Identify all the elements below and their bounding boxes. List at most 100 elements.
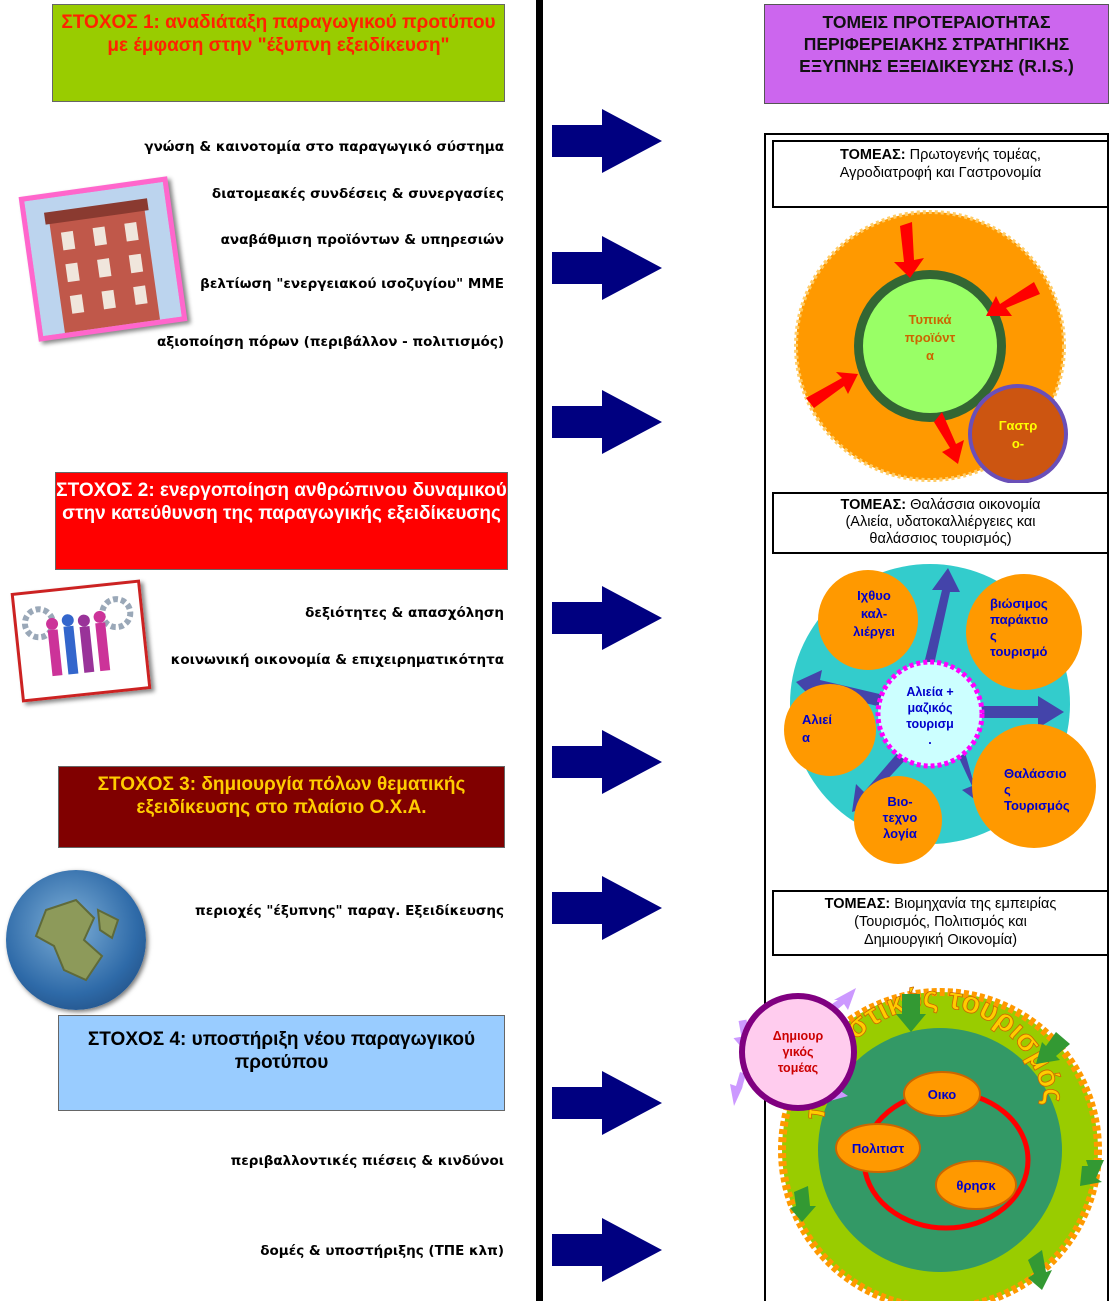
right-arrow-icon xyxy=(552,390,662,454)
sector-3-line1: Βιομηχανία της εμπειρίας xyxy=(890,896,1057,912)
ris-header: ΤΟΜΕΙΣ ΠΡΟΤΕΡΑΙΟΤΗΤΑΣ ΠΕΡΙΦΕΡΕΙΑΚΗΣ ΣΤΡΑ… xyxy=(764,4,1109,104)
green-arrows xyxy=(790,994,1104,1290)
badge-line-2: ο- xyxy=(1012,436,1024,451)
goal2-item: κοινωνική οικονομία & επιχειρηματικότητα xyxy=(170,652,504,668)
arrow-icon xyxy=(934,412,964,464)
badge-line-1: Γαστρ xyxy=(999,418,1038,433)
node-coastal-line-3: ς xyxy=(990,628,997,643)
biotech-node xyxy=(854,776,942,864)
arrow-icon xyxy=(790,1186,816,1222)
creative-line-3: τομέας xyxy=(778,1061,818,1075)
inner-circle xyxy=(863,279,997,413)
building-image xyxy=(24,181,182,337)
ris-header-label: ΤΟΜΕΙΣ ΠΡΟΤΕΡΑΙΟΤΗΤΑΣ ΠΕΡΙΦΕΡΕΙΑΚΗΣ ΣΤΡΑ… xyxy=(799,12,1074,76)
sector-3-box: ΤΟΜΕΑΣ: Βιομηχανία της εμπειρίας (Τουρισ… xyxy=(772,890,1109,956)
right-arrow-icon xyxy=(552,1218,662,1282)
goal-3-box: ΣΤΟΧΟΣ 3: δημιουργία πόλων θεματικής εξε… xyxy=(58,766,505,848)
node-biotech-line-3: λογία xyxy=(883,826,917,841)
arrow-icon xyxy=(894,222,924,278)
marine-tourism-node xyxy=(972,724,1096,848)
node-aquaculture-line-1: Ιχθυο xyxy=(857,588,891,603)
center-line-1: Αλιεία + xyxy=(906,685,953,699)
right-arrow-icon xyxy=(552,109,662,173)
gastronomy-badge xyxy=(968,384,1068,483)
goal1-item: γνώση & καινοτομία στο παραγωγικό σύστημ… xyxy=(144,139,504,155)
sector-2-line2: (Αλιεία, υδατοκαλλιέργειες και xyxy=(845,514,1036,530)
arrow-icon xyxy=(972,696,1064,728)
node-fishing-line-2: α xyxy=(802,730,810,745)
sector-prefix: ΤΟΜΕΑΣ: xyxy=(840,147,906,163)
center-line-4: . xyxy=(928,733,931,747)
center-line-3: τουρισμ xyxy=(906,717,954,731)
arrow-icon xyxy=(986,282,1040,316)
node-marine-line-2: ς xyxy=(1004,782,1011,797)
sector-2-line3: θαλάσσιος τουρισμός) xyxy=(869,531,1012,547)
creative-sector-node xyxy=(739,993,857,1111)
island-map-image xyxy=(34,898,120,982)
arrow-icon xyxy=(896,994,926,1032)
right-arrow-icon xyxy=(552,1071,662,1135)
node-coastal-line-2: παράκτιο xyxy=(990,612,1048,627)
right-arrow-icon xyxy=(552,876,662,940)
goal-2-box: ΣΤΟΧΟΣ 2: ενεργοποίηση ανθρώπινου δυναμι… xyxy=(55,472,508,570)
sector-3-line2: (Τουρισμός, Πολιτισμός και xyxy=(854,914,1027,930)
goal-4-box: ΣΤΟΧΟΣ 4: υποστήριξη νέου παραγωγικού πρ… xyxy=(58,1015,505,1111)
node-coastal-line-1: βιώσιμος xyxy=(990,596,1048,611)
sector-prefix: ΤΟΜΕΑΣ: xyxy=(840,497,907,513)
node-marine-line-3: Τουρισμός xyxy=(1004,798,1070,813)
fishing-node xyxy=(784,684,876,776)
sector-1-box: ΤΟΜΕΑΣ: Πρωτογενής τομέας, Αγροδιατροφή … xyxy=(772,140,1109,208)
sector-1-line2: Αγροδιατροφή και Γαστρονομία xyxy=(839,165,1042,181)
inner-node-oiko-label: Οικο xyxy=(928,1087,957,1102)
inner-node-culture-label: Πολιτιστ xyxy=(852,1141,904,1156)
center-circle xyxy=(875,659,985,769)
node-marine-line-1: Θαλάσσιο xyxy=(1004,766,1067,781)
goal4-item: περιβαλλοντικές πιέσεις & κινδύνοι xyxy=(230,1153,504,1169)
node-biotech-line-1: Βιο- xyxy=(887,794,912,809)
coastal-tourism-node xyxy=(966,574,1082,690)
center-line-2: μαζικός xyxy=(908,701,953,715)
sector-3-line3: Δημιουργική Οικονομία) xyxy=(863,932,1018,948)
goal1-item: αξιοποίηση πόρων (περιβάλλον - πολιτισμό… xyxy=(157,334,504,350)
goal-1-label: ΣΤΟΧΟΣ 1: αναδιάταξη παραγωγικού προτύπο… xyxy=(61,12,496,56)
goal1-item: βελτίωση "ενεργειακού ισοζυγίου" ΜΜΕ xyxy=(200,276,504,292)
goal2-item: δεξιότητες & απασχόληση xyxy=(305,605,504,621)
arrow-icon xyxy=(922,568,960,674)
node-aquaculture-line-2: καλ- xyxy=(861,606,887,621)
goal1-item: διατομεακές συνδέσεις & συνεργασίες xyxy=(211,186,504,202)
arrow-icon xyxy=(806,372,858,408)
right-arrow-icon xyxy=(552,730,662,794)
inner-line-1: Τυπικά xyxy=(909,312,952,327)
red-arrows xyxy=(806,222,1040,464)
goal1-item: αναβάθμιση προϊόντων & υπηρεσιών xyxy=(220,232,504,248)
goal-3-label: ΣΤΟΧΟΣ 3: δημιουργία πόλων θεματικής εξε… xyxy=(97,774,466,818)
goal-2-label: ΣΤΟΧΟΣ 2: ενεργοποίηση ανθρώπινου δυναμι… xyxy=(56,480,507,524)
experience-industry-diagram: πολιτιστικός τουρισμός Οικο Πολιτιστ θρη… xyxy=(730,981,1104,1301)
arrow-icon xyxy=(1080,1160,1104,1186)
right-arrow-icon xyxy=(552,586,662,650)
goal-4-label: ΣΤΟΧΟΣ 4: υποστήριξη νέου παραγωγικού πρ… xyxy=(87,1029,476,1073)
right-arrow-icon xyxy=(552,236,662,300)
inner-line-2: προϊόντ xyxy=(905,330,956,345)
sector-1-line1: Πρωτογενής τομέας, xyxy=(905,147,1041,163)
sector-2-box: ΤΟΜΕΑΣ: Θαλάσσια οικονομία (Αλιεία, υδατ… xyxy=(772,492,1109,554)
arrow-icon xyxy=(1036,1032,1070,1064)
node-aquaculture-line-3: λιέργει xyxy=(853,624,895,639)
goal-1-box: ΣΤΟΧΟΣ 1: αναδιάταξη παραγωγικού προτύπο… xyxy=(52,4,505,102)
sectors-frame xyxy=(764,133,1109,1301)
island-globe-photo xyxy=(6,870,146,1010)
inner-node-culture xyxy=(835,1123,921,1173)
inner-node-religious xyxy=(935,1160,1017,1210)
sector-prefix: ΤΟΜΕΑΣ: xyxy=(824,896,891,912)
node-coastal-line-4: τουρισμό xyxy=(990,644,1047,659)
inner-line-3: α xyxy=(926,348,934,363)
inner-node-religious-label: θρησκ xyxy=(956,1178,996,1193)
goal4-item: δομές & υποστήριξης (ΤΠΕ κλπ) xyxy=(260,1243,504,1259)
sector-2-line1: Θαλάσσια οικονομία xyxy=(906,497,1041,513)
inner-node-oiko xyxy=(903,1071,981,1117)
arrow-icon xyxy=(1028,1250,1052,1290)
goal3-item: περιοχές "έξυπνης" παραγ. Εξειδίκευσης xyxy=(195,903,504,919)
marine-economy-diagram: Αλιεία + μαζικός τουρισμ . Ιχθυο καλ- λι… xyxy=(784,564,1096,864)
aquaculture-node xyxy=(818,570,918,670)
creative-line-2: γικός xyxy=(782,1045,813,1059)
